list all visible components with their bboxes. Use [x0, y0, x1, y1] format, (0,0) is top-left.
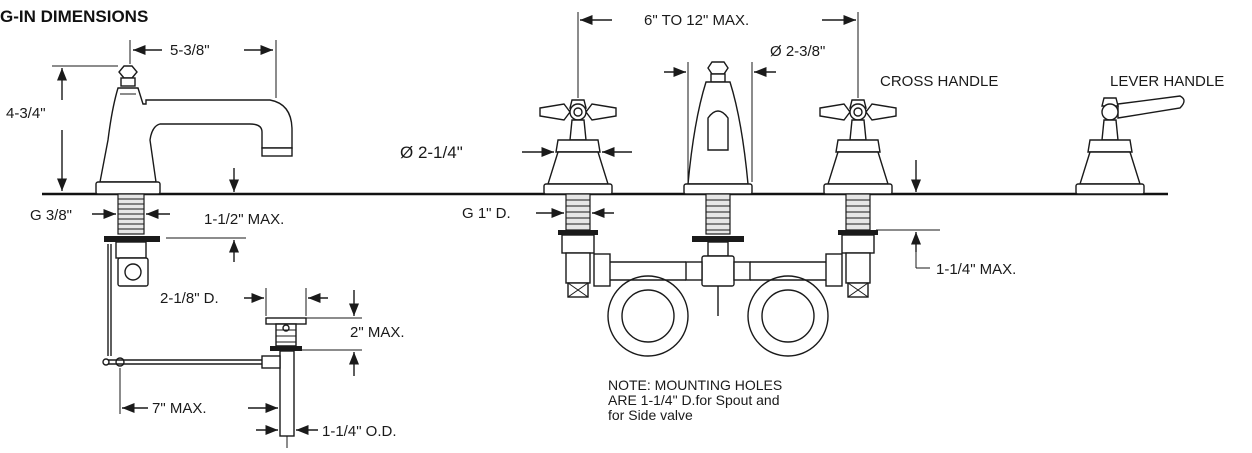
spout-thread-label: G 3/8" — [30, 207, 72, 224]
spread-label: 6" TO 12" MAX. — [644, 12, 749, 29]
drain-flange — [265, 317, 307, 325]
drawing-title: G-IN DIMENSIONS — [0, 7, 148, 26]
center-spout — [683, 61, 753, 316]
spout-finial — [118, 65, 138, 79]
supply-hoses — [593, 253, 843, 357]
spout-base — [95, 181, 161, 195]
front-dimensions: 6" TO 12" MAX. Ø 2-3/8" Ø 2-1/4" G 1" D.… — [400, 12, 1016, 278]
spout-base-diameter-label: Ø 2-3/8" — [770, 43, 825, 60]
right-cross-handle-valve — [819, 99, 897, 298]
spout-connector — [117, 257, 149, 287]
handle-base-diameter-label: Ø 2-1/4" — [400, 143, 463, 162]
drain-max-label: 2" MAX. — [350, 324, 405, 341]
spout-mount-nut — [104, 236, 160, 242]
spout-shank-max-label: 1-1/2" MAX. — [204, 211, 284, 228]
drain-diameter-label: 2-1/8" D. — [160, 290, 219, 307]
note-line-1: NOTE: MOUNTING HOLES — [608, 377, 782, 393]
spout-height-label: 4-3/4" — [6, 105, 46, 122]
note-line-2: ARE 1-1/4" D.for Spout and — [608, 392, 780, 408]
spout-reach-label: 5-3/8" — [170, 42, 210, 59]
left-cross-handle-valve — [539, 99, 617, 298]
spout-body — [99, 87, 293, 183]
lever-handle-valve — [1075, 95, 1185, 195]
drain-tailpiece — [279, 350, 295, 437]
spout-side-view — [95, 65, 307, 448]
lever-handle-label: LEVER HANDLE — [1110, 73, 1224, 90]
spout-dimensions: 5-3/8" 4-3/4" G 3/8" 1-1/2" MAX. 2-1/8" … — [6, 40, 405, 440]
cross-handle-label: CROSS HANDLE — [880, 73, 998, 90]
spout-opening — [707, 110, 729, 151]
rod-max-label: 7" MAX. — [152, 400, 207, 417]
valve-thread-label: G 1" D. — [462, 205, 511, 222]
drain-od-label: 1-1/4" O.D. — [322, 423, 397, 440]
mounting-note: NOTE: MOUNTING HOLES ARE 1-1/4" D.for Sp… — [608, 377, 782, 423]
valve-shank-max-label: 1-1/4" MAX. — [936, 261, 1016, 278]
note-line-3: for Side valve — [608, 407, 693, 423]
